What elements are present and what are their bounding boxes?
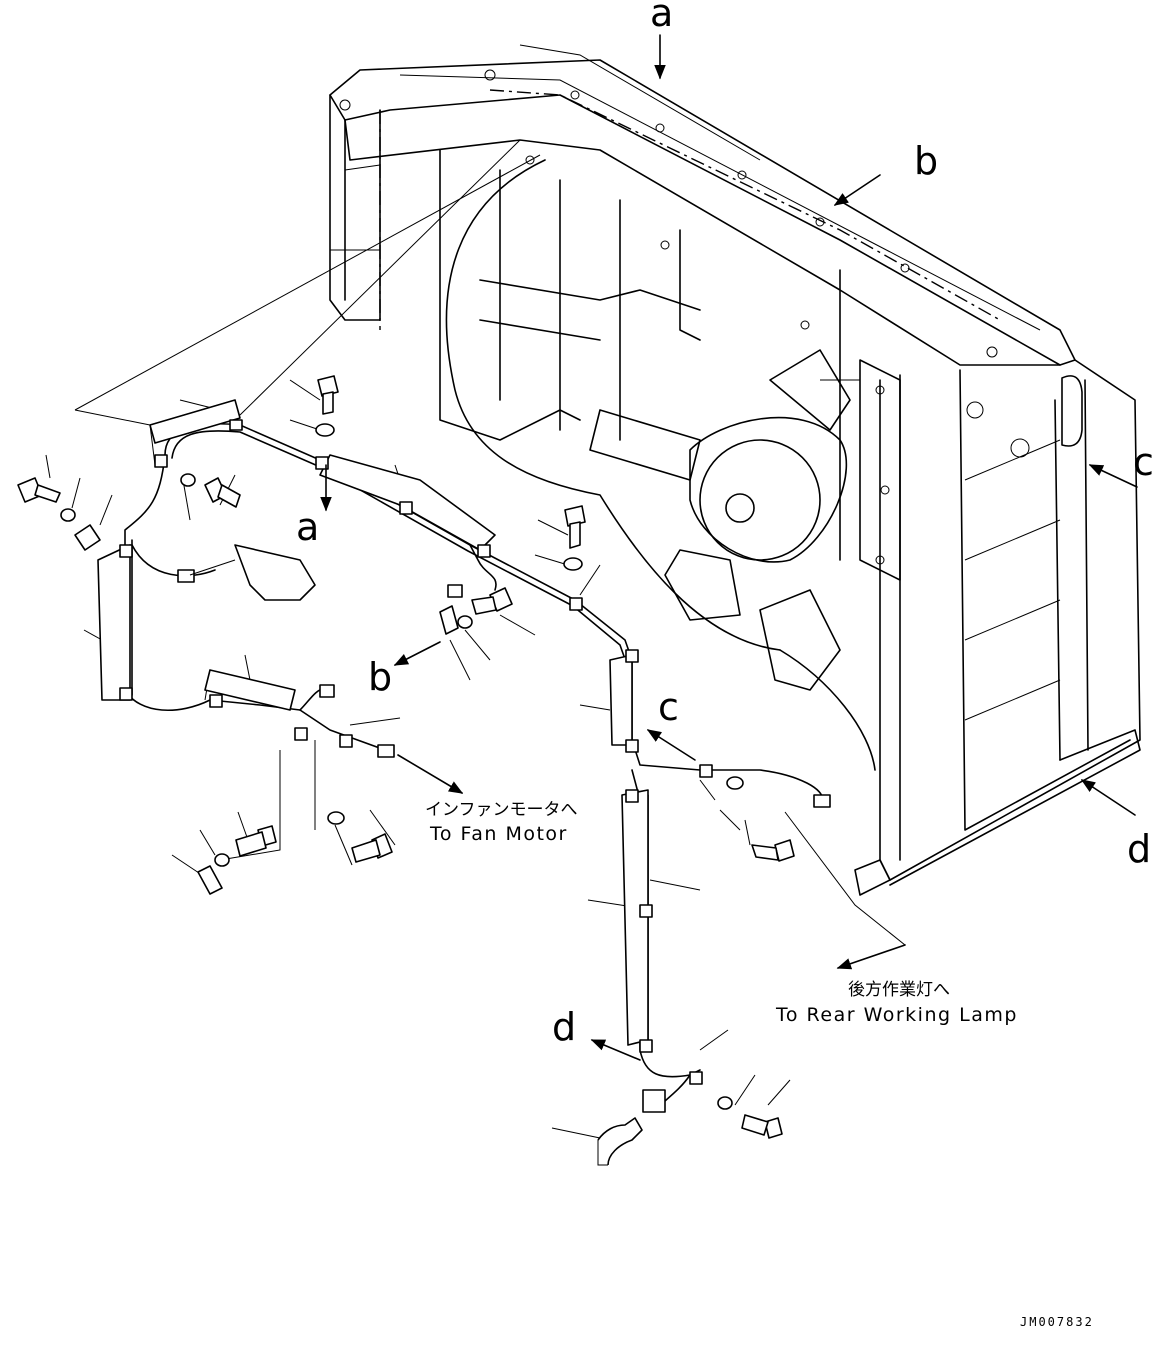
callout-d-harness: d — [552, 1005, 576, 1049]
callout-d-right: d — [1127, 827, 1151, 871]
callout-c-harness: c — [658, 685, 679, 729]
callout-a-top: a — [650, 0, 673, 35]
callout-c-right: c — [1133, 440, 1154, 484]
leader-lines — [45, 139, 906, 1139]
bolts-and-washers — [17, 375, 795, 1139]
drawing-code: JM007832 — [1020, 1315, 1094, 1329]
direction-arrows — [320, 34, 1138, 1061]
harness-clamps — [119, 419, 713, 1085]
callout-b-harness: b — [368, 655, 392, 699]
fan-motor-label-jp: インファンモータへ — [425, 800, 578, 820]
harness-connectors — [74, 524, 831, 1166]
destination-labels: インファンモータへ To Fan Motor 後方作業灯へ To Rear Wo… — [425, 800, 1018, 1026]
rear-lamp-label-jp: 後方作業灯へ — [848, 980, 950, 1000]
callout-b-top: b — [914, 139, 938, 183]
callout-letters: a b c d a b c d — [296, 0, 1154, 1049]
fan-motor-label-en: To Fan Motor — [429, 823, 568, 845]
frame-bolt-holes — [339, 69, 998, 565]
callout-a-harness: a — [296, 505, 319, 549]
rear-lamp-label-en: To Rear Working Lamp — [775, 1004, 1018, 1026]
radiator-frame — [329, 44, 1141, 896]
